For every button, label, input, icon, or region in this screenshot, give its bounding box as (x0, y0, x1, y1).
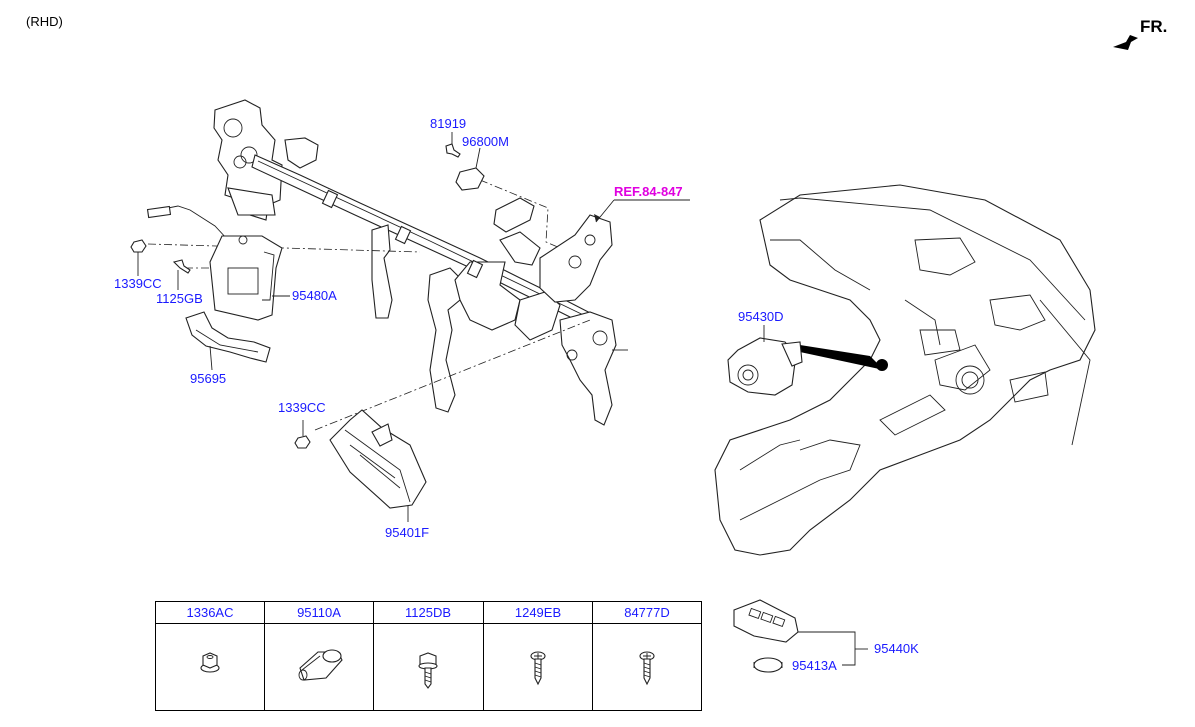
flange-nut-icon (200, 652, 220, 673)
part-95440K-group: 95413A 95440K (733, 599, 919, 673)
table-header-84777D[interactable]: 84777D (624, 605, 670, 620)
front-direction-indicator: FR. (1113, 17, 1167, 50)
interior-dashboard-view (714, 184, 1096, 556)
front-label: FR. (1140, 17, 1167, 36)
callout-95413A[interactable]: 95413A (792, 658, 837, 673)
table-header-1125DB[interactable]: 1125DB (405, 605, 451, 620)
screw-81919-icon (445, 143, 461, 158)
coin-battery-icon (753, 657, 783, 673)
callout-95695[interactable]: 95695 (190, 371, 226, 386)
tapping-screw-icon (530, 651, 546, 686)
module-96800M-body-icon (493, 197, 535, 233)
reference-callout[interactable]: REF.84-847 (594, 184, 690, 223)
table-header-95110A[interactable]: 95110A (297, 605, 341, 620)
nut-1339CC-lower-icon (294, 435, 311, 449)
front-arrow-icon (1113, 35, 1138, 50)
bolt-1125GB-icon (172, 259, 191, 274)
flange-bolt-icon (418, 652, 438, 689)
parts-table: 1336AC 95110A 1125DB 1249EB 84777D (155, 601, 702, 711)
nut-1339CC-icon (130, 239, 147, 253)
table-header-1336AC[interactable]: 1336AC (187, 605, 234, 620)
part-95401F-group: 1339CC 95401F (278, 400, 429, 540)
callout-95440K[interactable]: 95440K (874, 641, 919, 656)
location-pointer-icon (800, 345, 884, 370)
callout-1125GB[interactable]: 1125GB (156, 291, 203, 306)
callout-95430D[interactable]: 95430D (738, 309, 784, 324)
part-95430D-group: 95430D (727, 309, 803, 396)
callout-95480A[interactable]: 95480A (292, 288, 337, 303)
cowl-crossbar-assembly (213, 99, 628, 426)
table-header-1249EB[interactable]: 1249EB (515, 605, 561, 620)
part-95480A-group: 1339CC 1125GB 95480A (114, 205, 337, 321)
part-96800M-group: 81919 96800M (430, 116, 535, 233)
callout-1339CC-lower[interactable]: 1339CC (278, 400, 326, 415)
bracket-95695-icon (185, 311, 271, 363)
part-95695-group: 95695 (185, 311, 271, 386)
callout-1339CC-upper[interactable]: 1339CC (114, 276, 162, 291)
callout-81919[interactable]: 81919 (430, 116, 466, 131)
rhd-note: (RHD) (26, 14, 63, 29)
callout-96800M[interactable]: 96800M (462, 134, 509, 149)
reference-label[interactable]: REF.84-847 (614, 184, 683, 199)
callout-95401F[interactable]: 95401F (385, 525, 429, 540)
module-96800M-icon (455, 167, 485, 191)
grommet-icon (298, 649, 343, 681)
tapping-screw-icon (639, 651, 655, 686)
